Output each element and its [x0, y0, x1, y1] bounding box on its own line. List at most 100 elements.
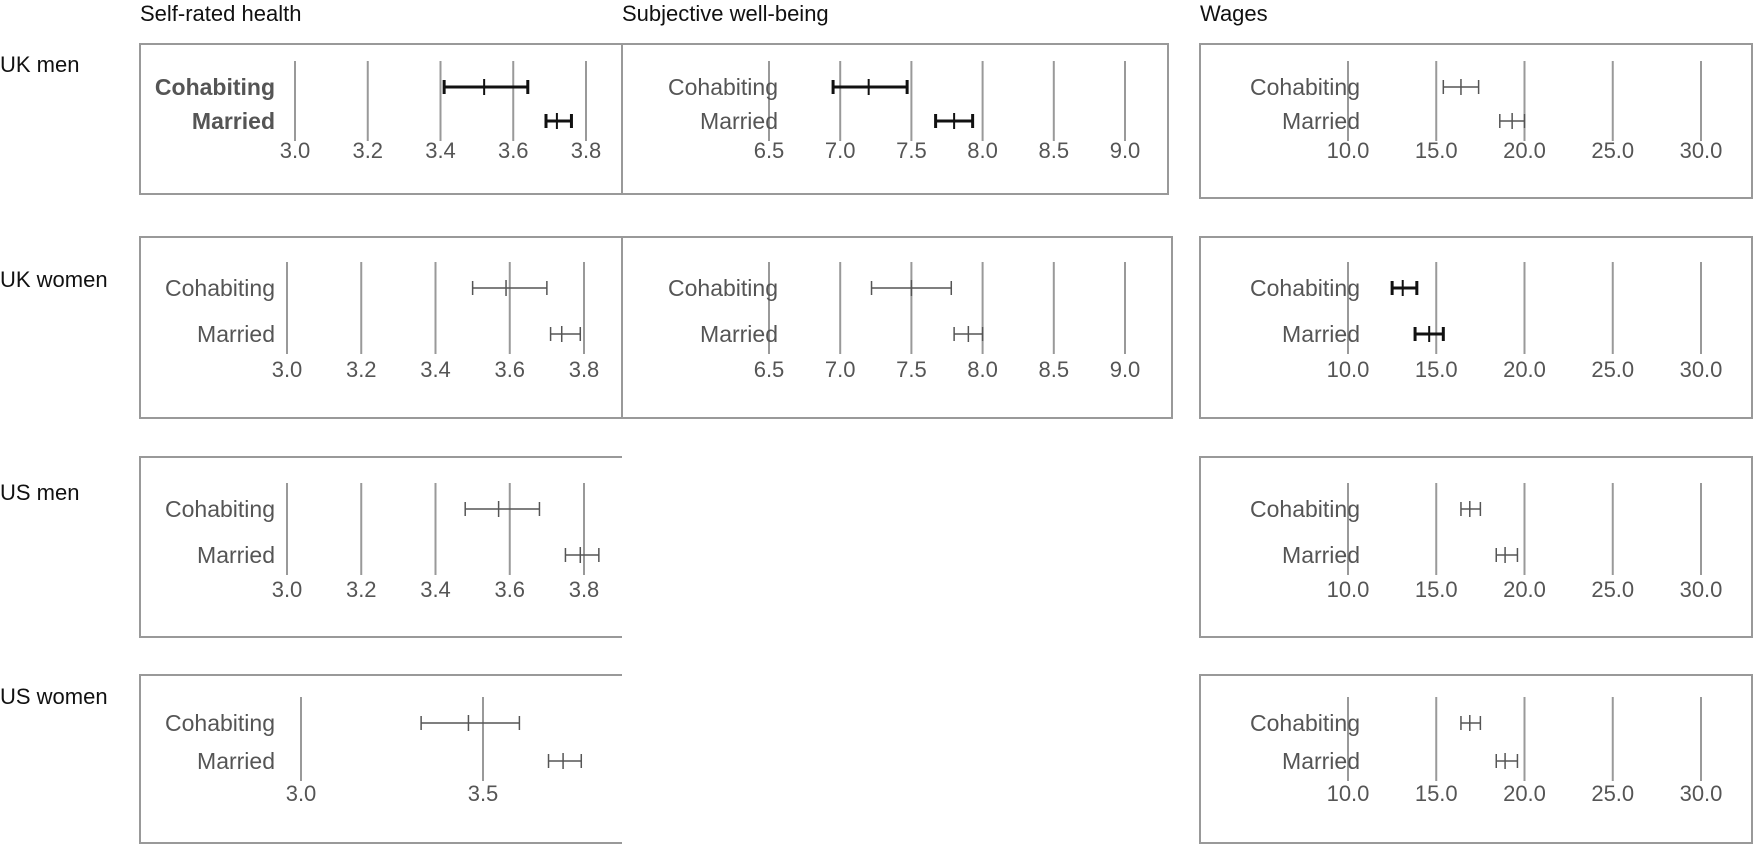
tick-label-uk-men-wages-3: 25.0 — [1591, 138, 1634, 163]
category-label-us-women-wages-married: Married — [1282, 748, 1360, 774]
tick-label-us-men-wages-0: 10.0 — [1327, 577, 1370, 602]
tick-label-uk-women-subjective-well-being-2: 7.5 — [896, 357, 927, 382]
errorbar-us-men-wages-married — [1495, 547, 1519, 563]
frame-uk-men-wages — [1199, 43, 1753, 199]
tick-label-uk-women-subjective-well-being-1: 7.0 — [825, 357, 856, 382]
category-label-uk-men-self-rated-health-married: Married — [192, 108, 275, 134]
frame-us-men-wages — [1199, 456, 1753, 638]
tick-label-uk-women-self-rated-health-4: 3.8 — [569, 357, 600, 382]
category-label-uk-women-self-rated-health-married: Married — [197, 321, 275, 347]
errorbar-uk-women-wages-cohabiting — [1390, 280, 1419, 296]
tick-label-uk-women-subjective-well-being-0: 6.5 — [754, 357, 785, 382]
tick-label-uk-men-subjective-well-being-1: 7.0 — [825, 138, 856, 163]
row-label-us-women: US women — [0, 684, 108, 709]
errorbar-uk-men-self-rated-health-married — [544, 113, 573, 129]
errorbar-us-women-wages-cohabiting — [1460, 715, 1482, 731]
category-label-uk-women-subjective-well-being-cohabiting: Cohabiting — [668, 275, 778, 301]
tick-label-uk-men-self-rated-health-2: 3.4 — [425, 138, 456, 163]
errorbar-uk-men-self-rated-health-cohabiting — [442, 79, 530, 95]
tick-label-uk-women-wages-3: 25.0 — [1591, 357, 1634, 382]
tick-label-us-women-wages-2: 20.0 — [1503, 781, 1546, 806]
row-label-us-men: US men — [0, 480, 79, 505]
category-label-us-men-self-rated-health-married: Married — [197, 542, 275, 568]
category-label-uk-women-wages-cohabiting: Cohabiting — [1250, 275, 1360, 301]
tick-label-uk-women-self-rated-health-2: 3.4 — [420, 357, 451, 382]
tick-label-uk-men-self-rated-health-0: 3.0 — [280, 138, 311, 163]
tick-label-uk-women-subjective-well-being-4: 8.5 — [1039, 357, 1070, 382]
category-label-uk-men-subjective-well-being-cohabiting: Cohabiting — [668, 74, 778, 100]
tick-label-us-men-self-rated-health-0: 3.0 — [272, 577, 303, 602]
category-label-uk-women-self-rated-health-cohabiting: Cohabiting — [165, 275, 275, 301]
frame-us-men-left — [139, 456, 622, 638]
errorbar-uk-women-self-rated-health-cohabiting — [471, 280, 548, 296]
tick-label-us-women-self-rated-health-1: 3.5 — [468, 781, 499, 806]
tick-label-uk-women-self-rated-health-0: 3.0 — [272, 357, 303, 382]
tick-label-us-men-self-rated-health-2: 3.4 — [420, 577, 451, 602]
category-label-uk-men-wages-married: Married — [1282, 108, 1360, 134]
tick-label-uk-women-subjective-well-being-5: 9.0 — [1110, 357, 1141, 382]
category-label-uk-women-wages-married: Married — [1282, 321, 1360, 347]
frame-uk-women-wages — [1199, 236, 1753, 419]
errorbar-us-men-self-rated-health-married — [564, 547, 600, 563]
errorbar-us-women-self-rated-health-married — [547, 753, 583, 769]
errorbar-uk-men-wages-cohabiting — [1442, 79, 1480, 95]
tick-label-us-men-self-rated-health-3: 3.6 — [494, 577, 525, 602]
errorbar-us-women-self-rated-health-cohabiting — [420, 715, 521, 731]
frame-uk-women-right — [622, 236, 1173, 419]
frame-uk-men-right — [622, 43, 1169, 195]
tick-label-uk-men-wages-2: 20.0 — [1503, 138, 1546, 163]
category-label-us-women-self-rated-health-married: Married — [197, 748, 275, 774]
tick-label-uk-men-subjective-well-being-3: 8.0 — [967, 138, 998, 163]
tick-label-uk-men-self-rated-health-1: 3.2 — [352, 138, 383, 163]
category-label-us-men-wages-cohabiting: Cohabiting — [1250, 496, 1360, 522]
tick-label-uk-men-self-rated-health-3: 3.6 — [498, 138, 529, 163]
tick-label-uk-women-subjective-well-being-3: 8.0 — [967, 357, 998, 382]
row-label-uk-men: UK men — [0, 52, 79, 77]
category-label-us-women-self-rated-health-cohabiting: Cohabiting — [165, 710, 275, 736]
tick-label-uk-women-self-rated-health-3: 3.6 — [494, 357, 525, 382]
category-label-uk-men-self-rated-health-cohabiting: Cohabiting — [155, 74, 275, 100]
tick-label-uk-men-self-rated-health-4: 3.8 — [571, 138, 602, 163]
tick-label-us-men-wages-3: 25.0 — [1591, 577, 1634, 602]
errorbar-uk-men-subjective-well-being-married — [934, 113, 975, 129]
errorbar-uk-women-self-rated-health-married — [549, 326, 582, 342]
tick-label-uk-men-subjective-well-being-2: 7.5 — [896, 138, 927, 163]
tick-label-us-women-wages-0: 10.0 — [1327, 781, 1370, 806]
row-label-uk-women: UK women — [0, 267, 108, 292]
category-label-uk-men-wages-cohabiting: Cohabiting — [1250, 74, 1360, 100]
tick-label-us-women-self-rated-health-0: 3.0 — [286, 781, 317, 806]
tick-label-uk-men-wages-4: 30.0 — [1680, 138, 1723, 163]
tick-label-us-women-wages-3: 25.0 — [1591, 781, 1634, 806]
tick-label-uk-men-subjective-well-being-4: 8.5 — [1039, 138, 1070, 163]
errorbar-uk-women-subjective-well-being-married — [953, 326, 984, 342]
tick-label-us-men-self-rated-health-1: 3.2 — [346, 577, 377, 602]
frame-us-women-left — [139, 674, 622, 844]
tick-label-uk-men-wages-1: 15.0 — [1415, 138, 1458, 163]
category-label-us-men-wages-married: Married — [1282, 542, 1360, 568]
frame-us-women-wages — [1199, 674, 1753, 844]
errorbar-uk-women-subjective-well-being-cohabiting — [870, 280, 953, 296]
tick-label-uk-women-wages-4: 30.0 — [1680, 357, 1723, 382]
errorbar-us-men-wages-cohabiting — [1460, 501, 1482, 517]
tick-label-uk-men-subjective-well-being-0: 6.5 — [754, 138, 785, 163]
errorbar-us-men-self-rated-health-cohabiting — [464, 501, 541, 517]
tick-label-uk-women-wages-1: 15.0 — [1415, 357, 1458, 382]
errorbar-uk-women-wages-married — [1413, 326, 1445, 342]
tick-label-uk-women-self-rated-health-1: 3.2 — [346, 357, 377, 382]
errorbar-uk-men-subjective-well-being-cohabiting — [831, 79, 909, 95]
errorbar-uk-men-wages-married — [1499, 113, 1526, 129]
tick-label-uk-men-subjective-well-being-5: 9.0 — [1110, 138, 1141, 163]
tick-label-us-men-wages-4: 30.0 — [1680, 577, 1723, 602]
tick-label-us-men-wages-1: 15.0 — [1415, 577, 1458, 602]
tick-label-uk-women-wages-2: 20.0 — [1503, 357, 1546, 382]
